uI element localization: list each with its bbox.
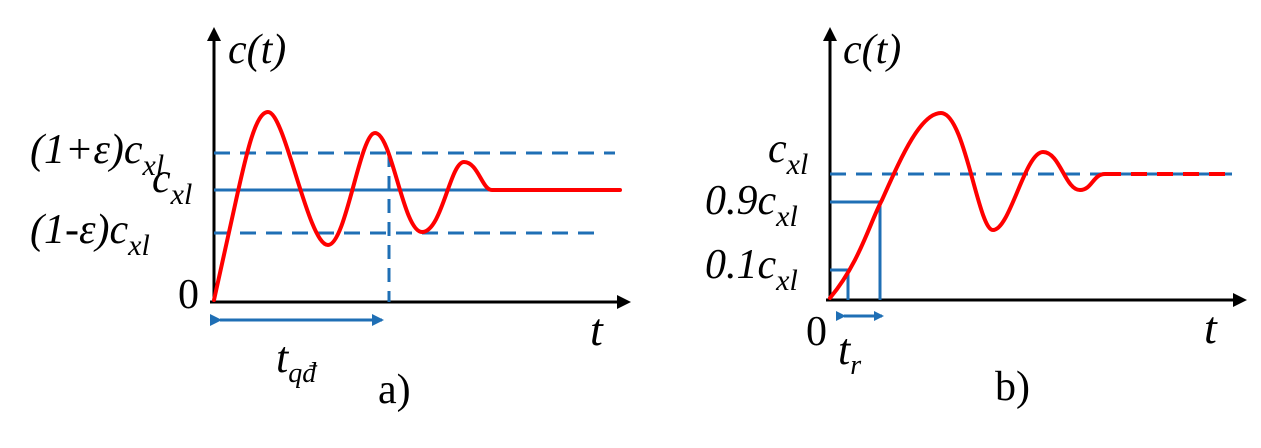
panel-b-ninety-label: 0.9cxl xyxy=(705,178,798,233)
panel-b-ten-label: 0.1cxl xyxy=(705,242,798,297)
panel-b-caption: b) xyxy=(995,364,1030,410)
panel-a: c(t) t 0 (1+ε)cxl cxl (1-ε)cxl tqđ a) xyxy=(30,27,631,413)
panel-a-y-axis-label: c(t) xyxy=(228,27,286,73)
panel-b-rise-time-label: tr xyxy=(838,325,861,381)
panel-a-steady-label: cxl xyxy=(152,156,192,211)
panel-b-x-axis-label: t xyxy=(1204,302,1218,353)
panel-a-upper-band-label: (1+ε)cxl xyxy=(30,127,164,182)
panel-a-lower-band-label: (1-ε)cxl xyxy=(30,207,150,262)
panel-a-x-axis-label: t xyxy=(590,304,604,355)
panel-b-y-axis-label: c(t) xyxy=(843,27,901,73)
panel-a-settling-time-label: tqđ xyxy=(276,333,318,389)
panel-b-response-curve xyxy=(828,111,1107,300)
panel-a-response-curve xyxy=(212,110,622,302)
panel-b: c(t) t 0 cxl 0.9cxl 0.1cxl tr b) xyxy=(705,27,1247,410)
panel-a-caption: a) xyxy=(378,367,411,413)
panel-b-origin-label: 0 xyxy=(806,309,827,355)
panel-a-origin-label: 0 xyxy=(178,272,199,318)
panel-b-steady-label: cxl xyxy=(768,126,808,181)
